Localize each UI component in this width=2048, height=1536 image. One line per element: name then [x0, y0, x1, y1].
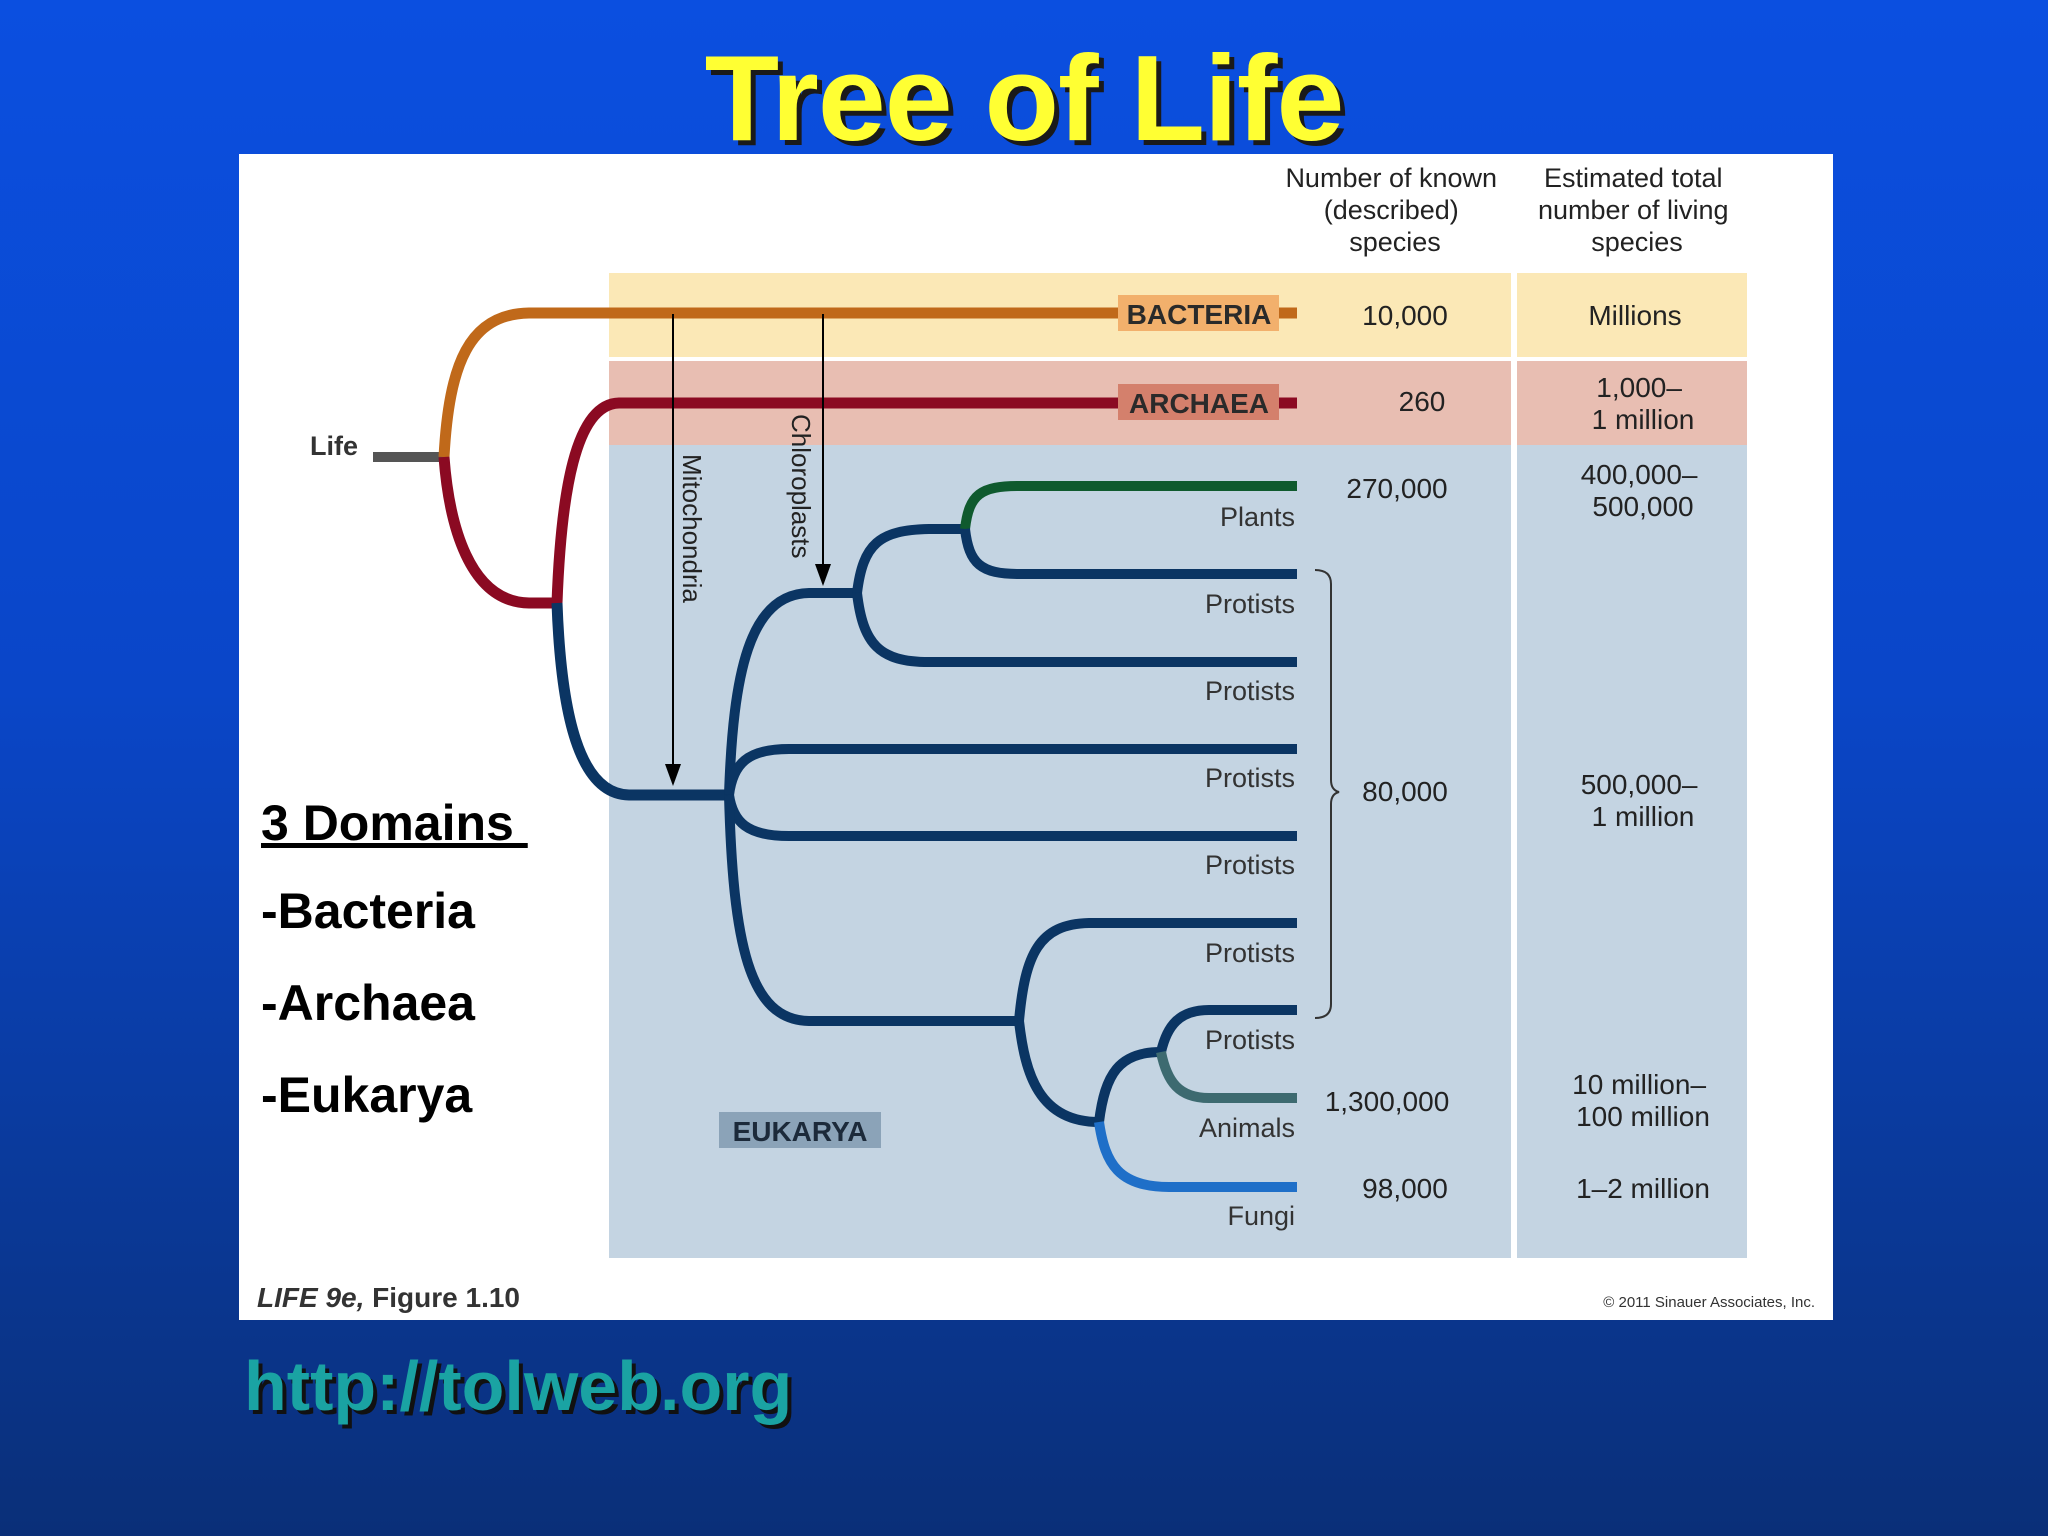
col-header-estimated: Estimated total number of living species — [1538, 163, 1736, 257]
root-label: Life — [310, 431, 358, 461]
protists-bracket — [1314, 569, 1340, 1019]
protist-branch-6 — [1156, 1005, 1297, 1054]
leaf-label-fungi: Fungi — [1227, 1201, 1295, 1231]
protist-branch-2 — [852, 592, 1297, 667]
fungi-branch — [1094, 1121, 1297, 1192]
animals-protists-clade — [1094, 1047, 1162, 1123]
animals-branch — [1156, 1050, 1297, 1103]
leaf-label-protists: Protists — [1205, 763, 1295, 793]
copyright-notice: © 2011 Sinauer Associates, Inc. — [1603, 1294, 1815, 1311]
protist-branch-5 — [1014, 918, 1297, 1022]
estimated-plants: 400,000– 500,000 — [1581, 459, 1706, 522]
bacteria-label-box — [1118, 295, 1279, 331]
slide-title: Tree of Life — [704, 30, 1345, 166]
known-count-plants: 270,000 — [1346, 473, 1447, 504]
leaf-label-protists: Protists — [1205, 850, 1295, 880]
leaf-label-protists: Protists — [1205, 1025, 1295, 1055]
figure-caption: LIFE 9e, Figure 1.10 — [257, 1282, 520, 1313]
domain-item-archaea: -Archaea — [261, 975, 475, 1031]
eukarya-label-box — [719, 1112, 881, 1148]
protist-branch-1 — [960, 528, 1297, 579]
leaf-label-protists: Protists — [1205, 676, 1295, 706]
known-count-protists: 80,000 — [1362, 776, 1448, 807]
bacteria-branch — [438, 307, 1297, 458]
chloroplasts-arrowhead — [815, 564, 831, 586]
known-count-archaea: 260 — [1399, 386, 1446, 417]
archaea-label-box — [1118, 384, 1279, 420]
known-count-bacteria: 10,000 — [1362, 300, 1448, 331]
estimated-bacteria: Millions — [1588, 300, 1681, 331]
col-header-known: Number of known (described) species — [1285, 163, 1504, 257]
estimated-protists: 500,000– 1 million — [1581, 769, 1706, 832]
leaf-label-plants: Plants — [1220, 502, 1295, 532]
estimated-animals: 10 million– 100 million — [1572, 1069, 1714, 1132]
archaea-branch — [551, 397, 1297, 604]
domains-list: 3 Domains -Bacteria -Archaea -Eukarya — [261, 794, 581, 1158]
plants-branch — [960, 481, 1297, 530]
reference-url[interactable]: http://tolweb.org — [244, 1347, 793, 1425]
estimated-archaea: 1,000– 1 million — [1592, 372, 1695, 435]
protist-branch-3 — [724, 744, 1297, 796]
domain-item-bacteria: -Bacteria — [261, 883, 475, 939]
bacteria-label: BACTERIA — [1127, 299, 1272, 330]
known-count-fungi: 98,000 — [1362, 1173, 1448, 1204]
plants-protists-clade — [852, 524, 965, 594]
eukarya-label: EUKARYA — [733, 1116, 868, 1147]
eukarya-upper-clade — [724, 588, 857, 796]
tree-of-life-figure: Number of known (described) species Esti… — [239, 154, 1833, 1320]
known-count-animals: 1,300,000 — [1325, 1086, 1450, 1117]
leaf-label-protists: Protists — [1205, 938, 1295, 968]
leaf-label-protists: Protists — [1205, 589, 1295, 619]
eukarya-stem — [551, 602, 729, 801]
chloroplasts-label: Chloroplasts — [786, 414, 816, 559]
eukarya-lower-clade — [724, 794, 1019, 1026]
leaf-label-animals: Animals — [1199, 1113, 1295, 1143]
domain-item-eukarya: -Eukarya — [261, 1067, 473, 1123]
archaea-label: ARCHAEA — [1129, 388, 1269, 419]
domains-list-title: 3 Domains — [261, 795, 528, 851]
band-column-divider — [1511, 273, 1517, 1258]
phylogenetic-tree: Number of known (described) species Esti… — [257, 163, 1815, 1313]
mitochondria-label: Mitochondria — [677, 454, 707, 603]
archaea-eukarya-stem — [438, 456, 557, 609]
mitochondria-arrowhead — [665, 764, 681, 786]
opisthokont-clade — [1014, 1020, 1100, 1127]
estimated-fungi: 1–2 million — [1576, 1173, 1710, 1204]
